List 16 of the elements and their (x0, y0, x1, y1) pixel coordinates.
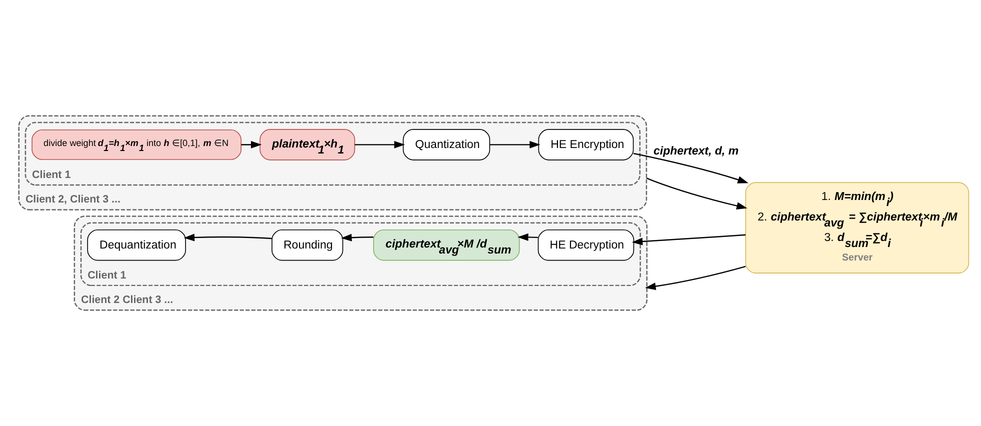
edge-label: ciphertext, d, m (653, 146, 739, 158)
node-box: Quantization (402, 129, 490, 160)
arrow (646, 178, 748, 210)
arrow (490, 140, 540, 148)
arrow (518, 233, 538, 241)
node-box: HE Encryption (538, 129, 634, 160)
arrow (633, 152, 748, 184)
node-box: Rounding (272, 229, 344, 261)
node-box: Dequantization (87, 229, 186, 261)
node-box: HE Decryption (538, 229, 634, 261)
arrow (645, 266, 746, 290)
arrow (632, 234, 746, 246)
arrow (241, 140, 262, 148)
arrow (341, 234, 374, 242)
arrow (184, 234, 272, 242)
arrow (354, 140, 405, 148)
